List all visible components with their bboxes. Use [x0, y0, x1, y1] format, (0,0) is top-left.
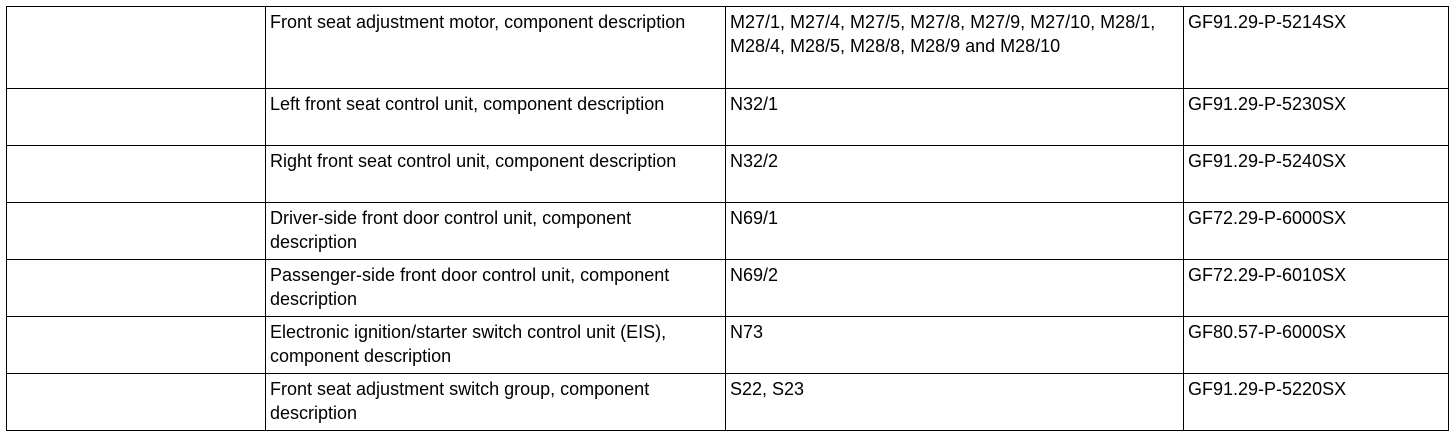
- table-row: Front seat adjustment motor, component d…: [6, 6, 1449, 89]
- document-number-cell: GF91.29-P-5230SX: [1183, 88, 1449, 146]
- document-number-cell: GF91.29-P-5220SX: [1183, 373, 1449, 431]
- empty-cell: [6, 373, 266, 431]
- table-row: Driver-side front door control unit, com…: [6, 202, 1449, 260]
- empty-cell: [6, 88, 266, 146]
- empty-cell: [6, 259, 266, 317]
- component-codes-cell: N69/2: [725, 259, 1184, 317]
- table-row: Left front seat control unit, component …: [6, 88, 1449, 146]
- component-description-cell: Driver-side front door control unit, com…: [265, 202, 726, 260]
- document-number-cell: GF91.29-P-5214SX: [1183, 6, 1449, 89]
- table-row: Front seat adjustment switch group, comp…: [6, 373, 1449, 431]
- component-description-cell: Electronic ignition/starter switch contr…: [265, 316, 726, 374]
- component-codes-cell: M27/1, M27/4, M27/5, M27/8, M27/9, M27/1…: [725, 6, 1184, 89]
- table-row: Electronic ignition/starter switch contr…: [6, 316, 1449, 374]
- component-description-cell: Passenger-side front door control unit, …: [265, 259, 726, 317]
- component-description-cell: Left front seat control unit, component …: [265, 88, 726, 146]
- component-codes-cell: S22, S23: [725, 373, 1184, 431]
- document-number-cell: GF80.57-P-6000SX: [1183, 316, 1449, 374]
- component-codes-cell: N32/1: [725, 88, 1184, 146]
- document-number-cell: GF91.29-P-5240SX: [1183, 145, 1449, 203]
- component-codes-cell: N69/1: [725, 202, 1184, 260]
- component-codes-cell: N73: [725, 316, 1184, 374]
- table-row: Passenger-side front door control unit, …: [6, 259, 1449, 317]
- empty-cell: [6, 202, 266, 260]
- document-number-cell: GF72.29-P-6010SX: [1183, 259, 1449, 317]
- empty-cell: [6, 145, 266, 203]
- document-number-cell: GF72.29-P-6000SX: [1183, 202, 1449, 260]
- component-description-cell: Right front seat control unit, component…: [265, 145, 726, 203]
- empty-cell: [6, 316, 266, 374]
- component-table: Front seat adjustment motor, component d…: [6, 6, 1449, 431]
- empty-cell: [6, 6, 266, 89]
- component-description-cell: Front seat adjustment switch group, comp…: [265, 373, 726, 431]
- component-codes-cell: N32/2: [725, 145, 1184, 203]
- table-row: Right front seat control unit, component…: [6, 145, 1449, 203]
- component-description-cell: Front seat adjustment motor, component d…: [265, 6, 726, 89]
